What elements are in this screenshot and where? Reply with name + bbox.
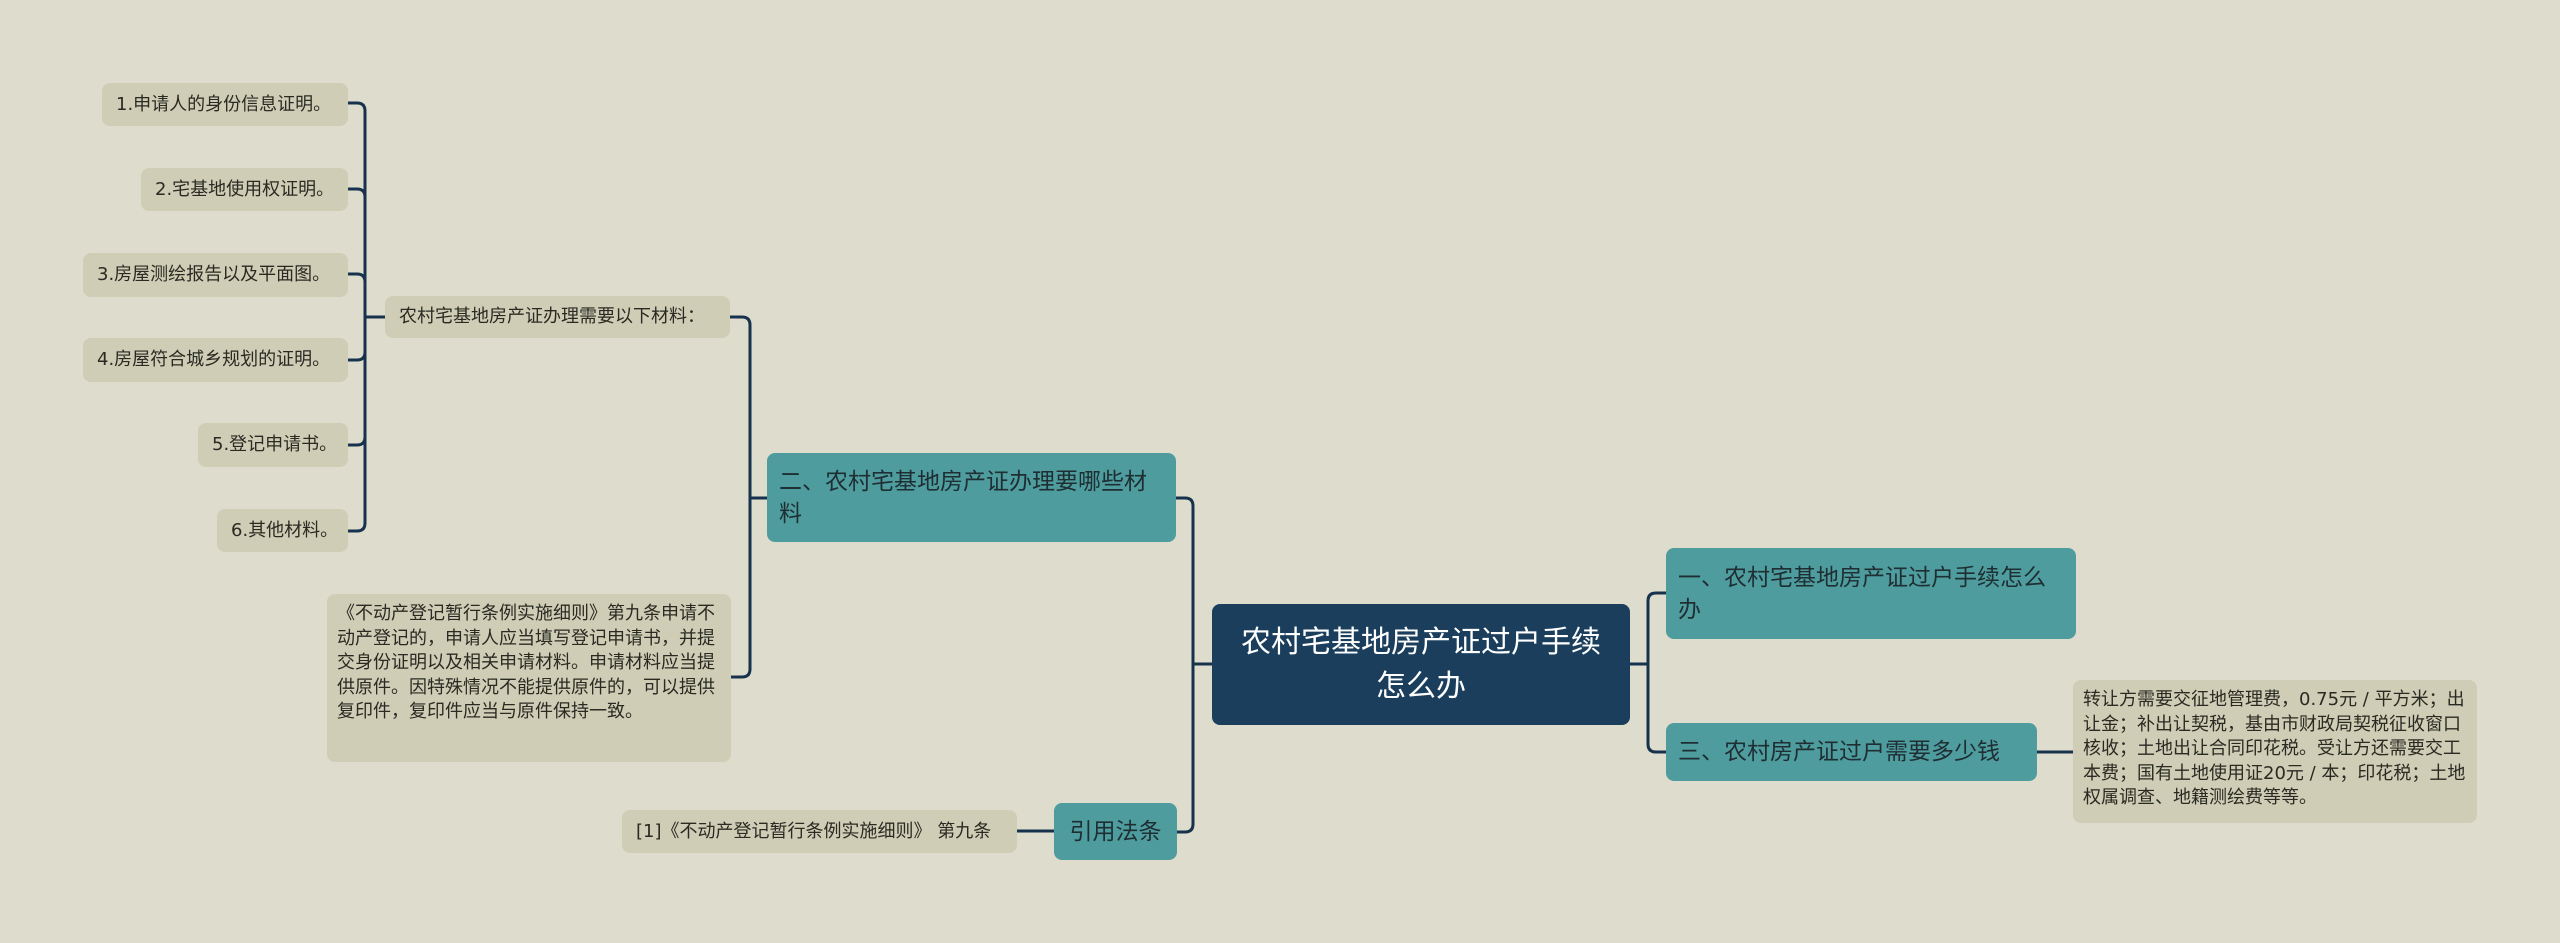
citation-node[interactable]: 引用法条	[1054, 803, 1177, 860]
material-item-2[interactable]: 2.宅基地使用权证明。	[141, 168, 348, 211]
branch-two-label: 二、农村宅基地房产证办理要哪些材料	[779, 468, 1147, 527]
branch-three-label: 三、农村房产证过户需要多少钱	[1678, 739, 2000, 765]
material-item-text: 3.房屋测绘报告以及平面图。	[97, 264, 331, 285]
branch-one-label: 一、农村宅基地房产证过户手续怎么办	[1678, 564, 2046, 623]
material-item-text: 2.宅基地使用权证明。	[155, 178, 335, 200]
citation-label: 引用法条	[1069, 818, 1162, 845]
materials-header-text: 农村宅基地房产证办理需要以下材料：	[399, 306, 705, 327]
root-label: 农村宅基地房产证过户手续怎么办	[1241, 624, 1601, 704]
material-item-1[interactable]: 1.申请人的身份信息证明。	[102, 83, 348, 126]
branch-node-three[interactable]: 三、农村房产证过户需要多少钱	[1666, 723, 2037, 781]
citation-reference-text: [1]《不动产登记暂行条例实施细则》 第九条	[636, 820, 992, 842]
material-item-text: 1.申请人的身份信息证明。	[116, 93, 332, 115]
citation-reference-node[interactable]: [1]《不动产登记暂行条例实施细则》 第九条	[622, 810, 1017, 853]
material-item-6[interactable]: 6.其他材料。	[217, 509, 348, 552]
root-node[interactable]: 农村宅基地房产证过户手续怎么办	[1212, 604, 1630, 725]
material-item-text: 5.登记申请书。	[212, 434, 338, 455]
material-item-text: 4.房屋符合城乡规划的证明。	[97, 349, 331, 370]
materials-header-node[interactable]: 农村宅基地房产证办理需要以下材料：	[385, 296, 730, 338]
material-item-4[interactable]: 4.房屋符合城乡规划的证明。	[83, 338, 348, 382]
regulation-node[interactable]: 《不动产登记暂行条例实施细则》第九条申请不动产登记的，申请人应当填写登记申请书，…	[327, 594, 731, 762]
material-item-5[interactable]: 5.登记申请书。	[198, 423, 348, 467]
branch-node-two[interactable]: 二、农村宅基地房产证办理要哪些材料	[767, 453, 1176, 542]
regulation-text: 《不动产登记暂行条例实施细则》第九条申请不动产登记的，申请人应当填写登记申请书，…	[337, 603, 715, 722]
material-item-text: 6.其他材料。	[231, 519, 339, 541]
cost-detail-text: 转让方需要交征地管理费，0.75元 / 平方米；出让金；补出让契税，基由市财政局…	[2083, 689, 2466, 808]
material-item-3[interactable]: 3.房屋测绘报告以及平面图。	[83, 253, 348, 297]
cost-detail-node[interactable]: 转让方需要交征地管理费，0.75元 / 平方米；出让金；补出让契税，基由市财政局…	[2073, 680, 2477, 823]
branch-node-one[interactable]: 一、农村宅基地房产证过户手续怎么办	[1666, 548, 2076, 639]
